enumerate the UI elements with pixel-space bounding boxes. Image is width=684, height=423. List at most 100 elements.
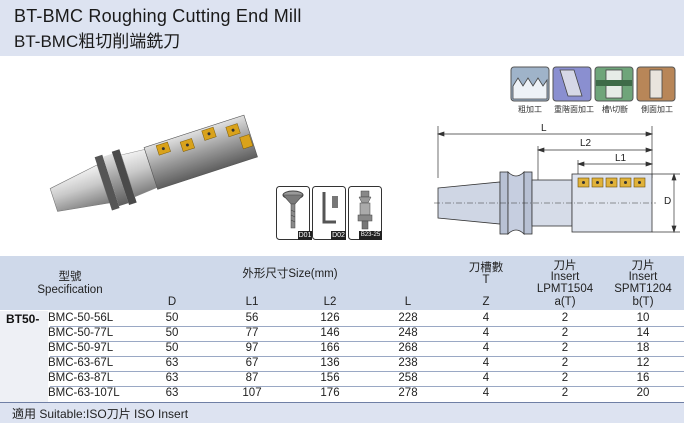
- roughing-icon: [510, 66, 550, 102]
- row-divider: [50, 371, 684, 372]
- header-col-l1: L1: [245, 296, 259, 308]
- header-flutes: 刀槽數: [468, 262, 504, 274]
- cell-a: 2: [561, 372, 569, 384]
- header-col-d: D: [167, 296, 177, 308]
- header-size: 外形尺寸Size(mm): [242, 268, 338, 280]
- product-photo: [49, 114, 258, 212]
- cell-a: 2: [561, 342, 569, 354]
- table-row: BMC-50-97L 50 97 166 268 4 2 18: [0, 342, 684, 355]
- header-insert-b-2: Insert: [628, 271, 658, 283]
- cell-b: 12: [636, 357, 650, 369]
- cell-l2: 156: [320, 372, 340, 384]
- cell-l2: 126: [320, 312, 340, 324]
- pull-stud-icon: [348, 186, 382, 240]
- dim-label-l: L: [541, 123, 547, 134]
- row-divider: [50, 386, 684, 387]
- row-divider: [50, 326, 684, 327]
- cell-b: 10: [636, 312, 650, 324]
- cell-d: 50: [165, 312, 179, 324]
- cell-l1: 77: [245, 327, 259, 339]
- header-col-l: L: [404, 296, 412, 308]
- cell-l2: 166: [320, 342, 340, 354]
- cell-l: 268: [398, 342, 418, 354]
- header-insert-b-3: SPMT1204: [614, 283, 672, 295]
- header-insert-a-2: Insert: [550, 271, 580, 283]
- cell-b: 16: [636, 372, 650, 384]
- table-bottom-rule: [0, 402, 684, 403]
- cell-d: 63: [165, 357, 179, 369]
- cell-l: 228: [398, 312, 418, 324]
- cell-l1: 56: [245, 312, 259, 324]
- cell-l2: 146: [320, 327, 340, 339]
- wrench-icon: [312, 186, 346, 240]
- cell-l2: 136: [320, 357, 340, 369]
- table-row: BMC-50-77L 50 77 146 248 4 2 14: [0, 327, 684, 340]
- cell-model: BMC-50-77L: [48, 327, 114, 339]
- side-milling-icon: [636, 66, 676, 102]
- cell-a: 2: [561, 357, 569, 369]
- header-insert-b-4: b(T): [632, 296, 654, 308]
- cell-l2: 176: [320, 387, 340, 399]
- cell-d: 63: [165, 387, 179, 399]
- header-flutes-t: T: [482, 274, 490, 286]
- header-insert-a-4: a(T): [554, 296, 576, 308]
- cell-model: BMC-63-67L: [48, 357, 114, 369]
- cell-model: BMC-50-97L: [48, 342, 114, 354]
- face-milling-caption: 重階面加工: [554, 105, 594, 114]
- header-col-l2: L2: [323, 296, 337, 308]
- cell-model: BMC-63-107L: [48, 387, 120, 399]
- accessory-label-d02: D02: [331, 231, 346, 240]
- page-title: BT-BMC Roughing Cutting End Mill: [14, 6, 302, 26]
- prefix-column: [0, 311, 48, 403]
- cell-l1: 97: [245, 342, 259, 354]
- cell-a: 2: [561, 387, 569, 399]
- table-header-band: [0, 256, 684, 310]
- cell-l1: 67: [245, 357, 259, 369]
- header-insert-b-1: 刀片: [631, 260, 655, 272]
- footer-note: 適用 Suitable:ISO刀片 ISO Insert: [12, 407, 189, 421]
- cell-z: 4: [482, 387, 490, 399]
- cell-d: 63: [165, 372, 179, 384]
- roughing-caption: 粗加工: [518, 105, 542, 114]
- cell-d: 50: [165, 327, 179, 339]
- cell-a: 2: [561, 327, 569, 339]
- row-divider: [50, 356, 684, 357]
- slotting-caption: 槽\切斷: [601, 105, 629, 114]
- cell-b: 18: [636, 342, 650, 354]
- header-flutes-z: Z: [482, 296, 490, 308]
- header-insert-a-1: 刀片: [553, 260, 577, 272]
- dim-label-d: D: [664, 196, 672, 207]
- cell-z: 4: [482, 342, 490, 354]
- cell-z: 4: [482, 357, 490, 369]
- table-row: BMC-63-87L 63 87 156 258 4 2 16: [0, 372, 684, 385]
- page-subtitle: BT-BMC粗切削端銑刀: [14, 32, 181, 51]
- cell-l1: 87: [245, 372, 259, 384]
- face-milling-icon: [552, 66, 592, 102]
- table-row: BMC-50-56L 50 56 126 228 4 2 10: [0, 312, 684, 325]
- cell-a: 2: [561, 312, 569, 324]
- cell-l: 248: [398, 327, 418, 339]
- accessory-label-b2325: B23-25: [359, 231, 382, 240]
- cell-l: 278: [398, 387, 418, 399]
- model-prefix: BT50-: [6, 312, 40, 326]
- cell-z: 4: [482, 372, 490, 384]
- cell-b: 20: [636, 387, 650, 399]
- side-milling-caption: 側面加工: [641, 105, 673, 114]
- slotting-icon: [594, 66, 634, 102]
- cell-l: 258: [398, 372, 418, 384]
- header-insert-a-3: LPMT1504: [536, 283, 594, 295]
- accessory-label-d01: D01: [298, 231, 312, 240]
- cell-b: 14: [636, 327, 650, 339]
- header-model: 型號: [58, 271, 82, 283]
- cell-l1: 107: [242, 387, 262, 399]
- cell-z: 4: [482, 312, 490, 324]
- cell-z: 4: [482, 327, 490, 339]
- header-model-en: Specification: [37, 284, 103, 296]
- table-row: BMC-63-67L 63 67 136 238 4 2 12: [0, 357, 684, 370]
- cell-model: BMC-50-56L: [48, 312, 114, 324]
- dimension-drawing: [434, 126, 680, 235]
- title-band: [0, 0, 684, 56]
- screw-icon: [276, 186, 310, 240]
- cell-model: BMC-63-87L: [48, 372, 114, 384]
- dim-label-l2: L2: [580, 138, 592, 149]
